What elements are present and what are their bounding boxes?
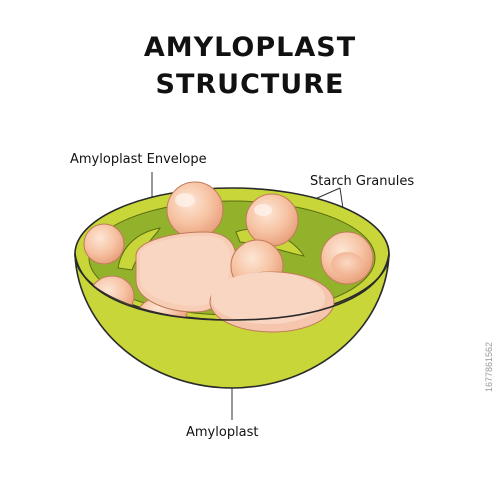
diagram-title-line1: AMYLOPLAST (143, 32, 357, 63)
watermark-id: 1677861562 (484, 341, 494, 392)
starch-disc-large-face (140, 236, 231, 306)
label-amyloplast-envelope: Amyloplast Envelope (70, 152, 207, 167)
starch-granule-inner (331, 252, 363, 276)
starch-granule (83, 223, 125, 265)
starch-disc-front-face (211, 272, 325, 324)
envelope-front-lip (74, 253, 390, 321)
starch-granule-highlight (254, 204, 272, 216)
label-amyloplast: Amyloplast (186, 425, 259, 440)
diagram-title-line2: STRUCTURE (155, 69, 345, 100)
starch-granule-highlight (175, 193, 195, 207)
label-starch-granules: Starch Granules (310, 174, 415, 189)
starch-granule (245, 193, 299, 247)
starch-granule (166, 181, 224, 239)
